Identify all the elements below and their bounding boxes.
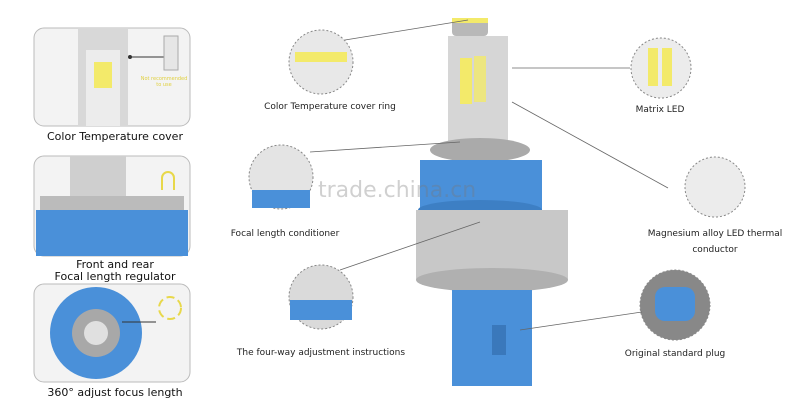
label-adjustment: The four-way adjustment instructions (236, 348, 406, 358)
label-thermal-1: Magnesium alloy LED thermal (647, 229, 783, 239)
label-thermal-2: conductor (692, 245, 738, 255)
watermark: trade.china.cn (318, 178, 477, 203)
callout-lines (309, 19, 669, 331)
panel-360-adjust-image (33, 283, 191, 383)
label-cover-ring: Color Temperature cover ring (264, 102, 396, 112)
caption-front-rear: Front and rear (76, 258, 154, 271)
callout-circles (248, 29, 746, 341)
not-recommended-note: Not recommended to use (140, 76, 188, 88)
label-matrix-led: Matrix LED (635, 105, 685, 115)
caption-color-cover: Color Temperature cover (47, 130, 183, 143)
caption-focal-regulator: Focal length regulator (54, 270, 176, 283)
caption-360-adjust: 360° adjust focus length (47, 386, 183, 399)
label-focal-conditioner: Focal length conditioner (230, 229, 340, 239)
bulb-main (416, 18, 568, 386)
panel-color-cover-image (33, 27, 191, 127)
label-plug: Original standard plug (624, 349, 726, 359)
panel-focal-regulator-image (33, 155, 191, 257)
